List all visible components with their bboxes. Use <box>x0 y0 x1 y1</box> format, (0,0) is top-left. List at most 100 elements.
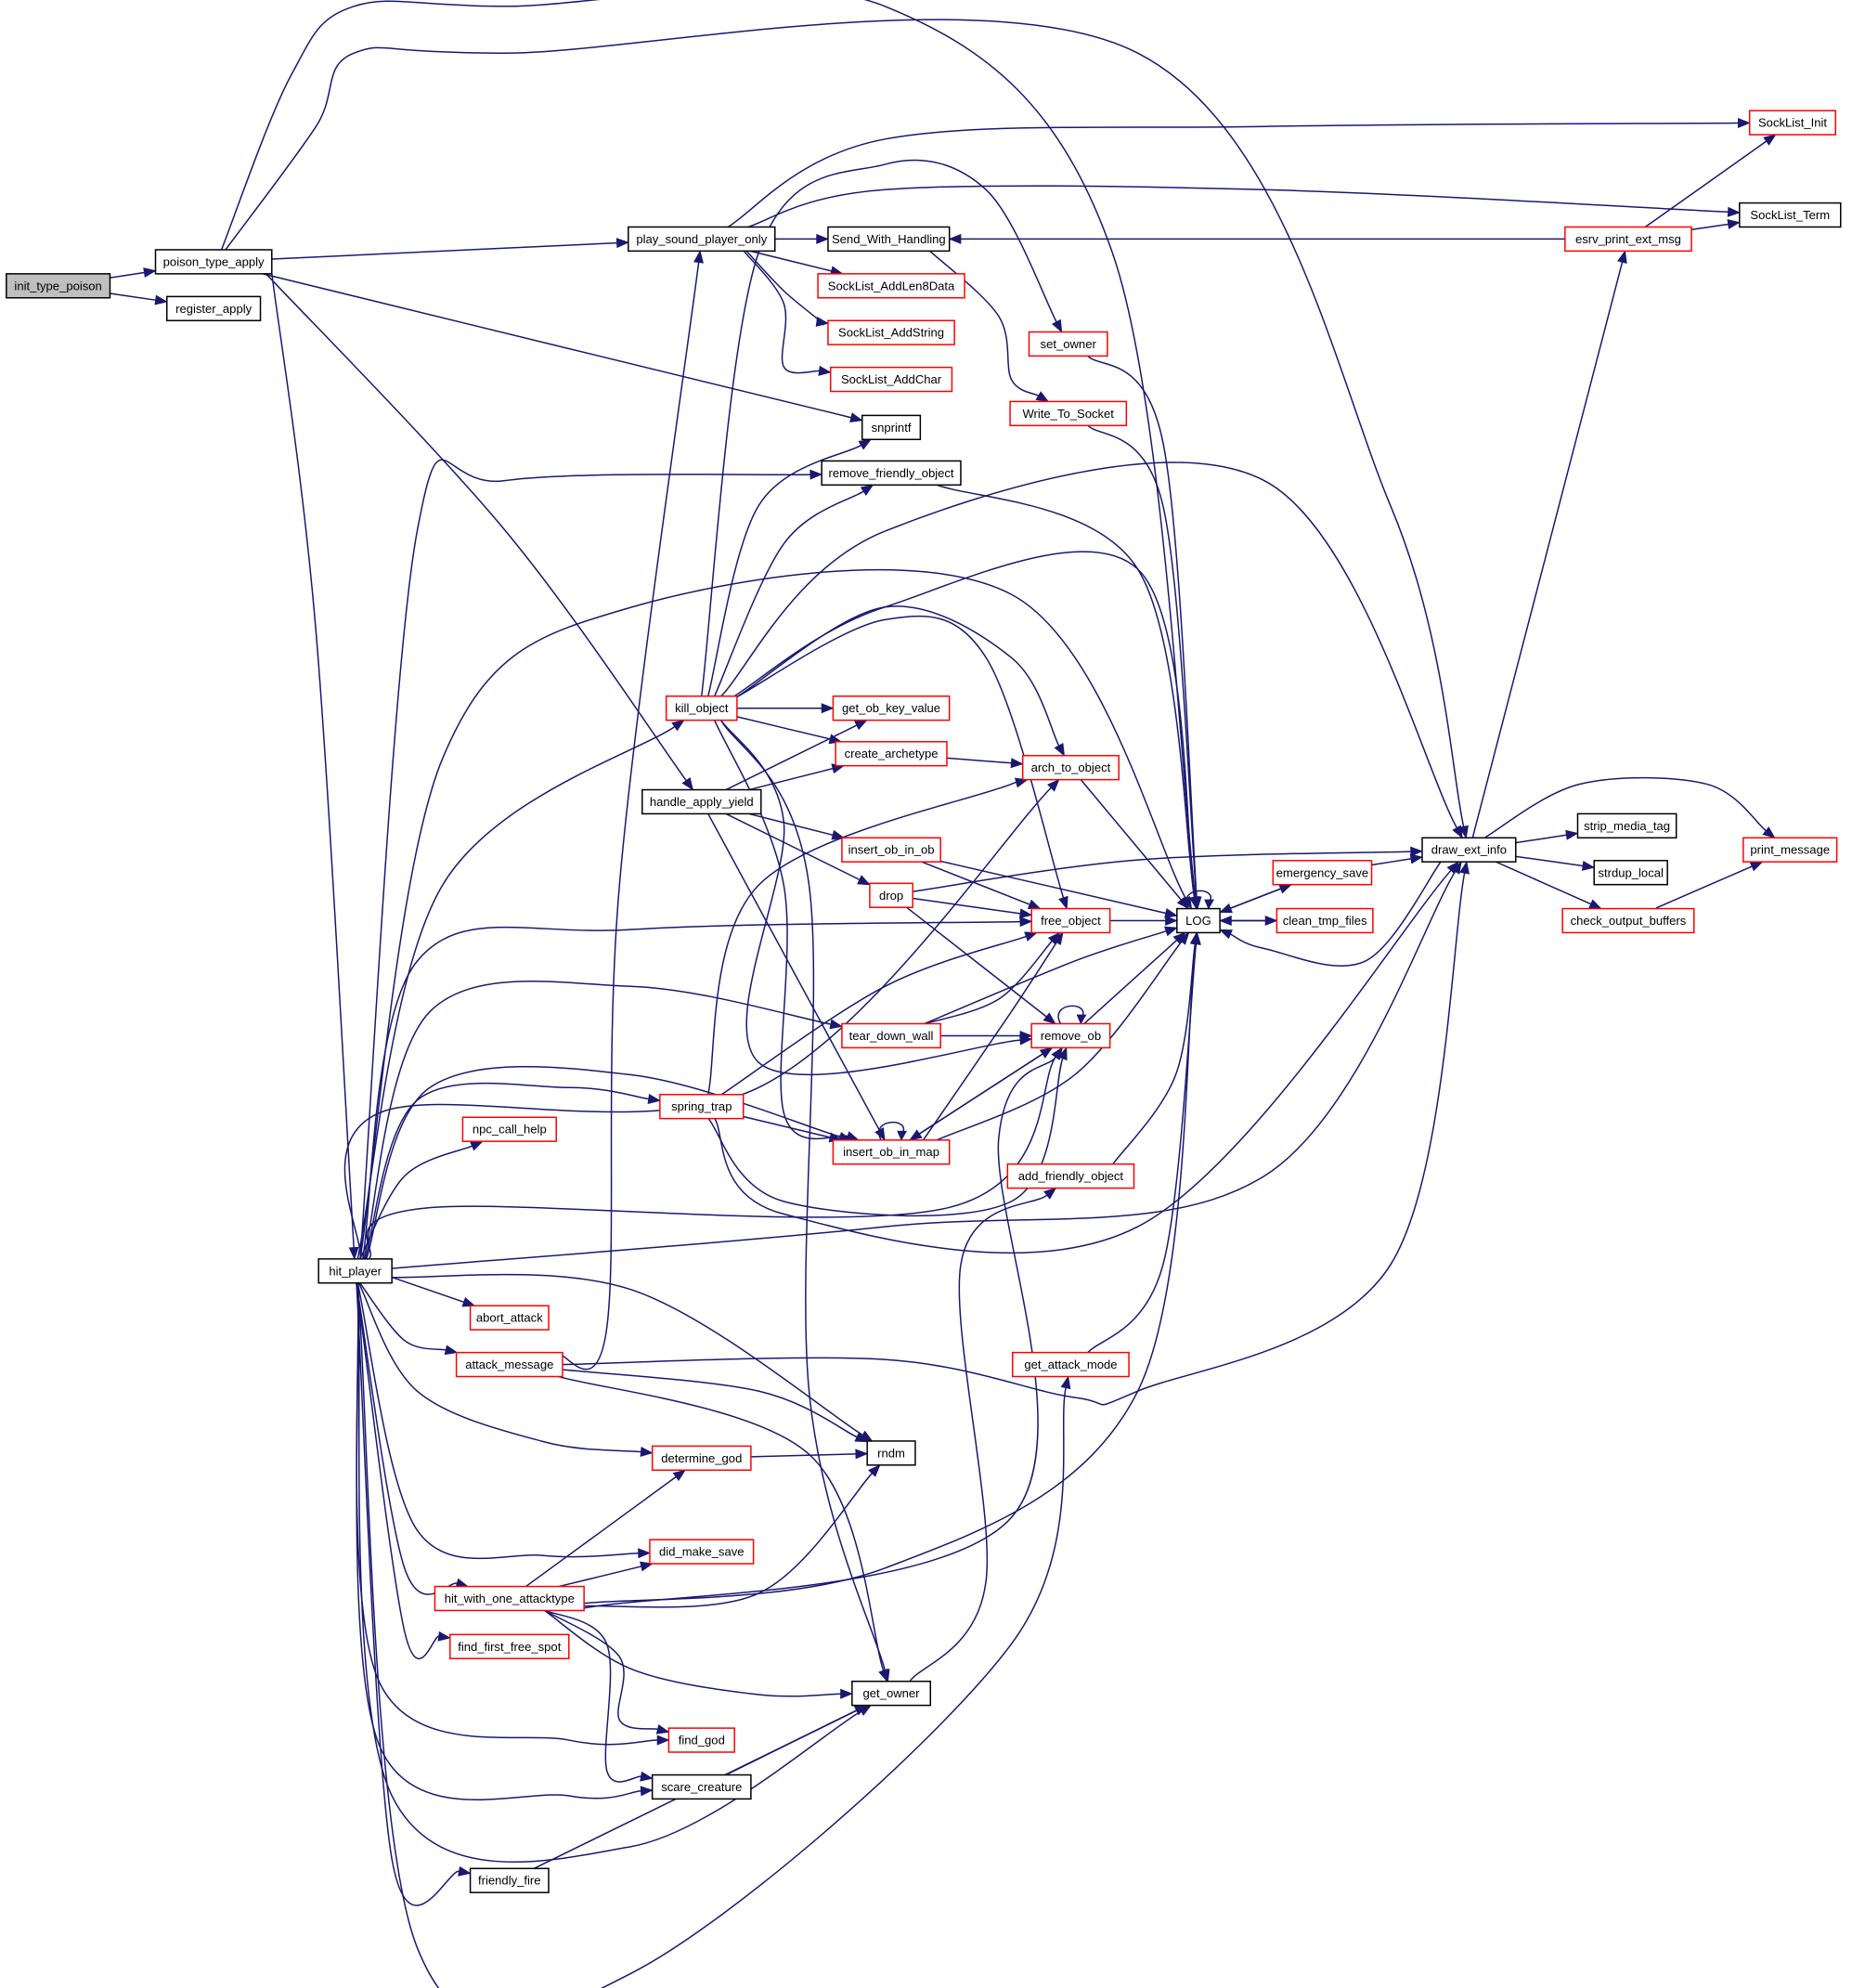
node-label: abort_attack <box>476 1311 543 1325</box>
arrowhead <box>348 1246 359 1260</box>
node-rndm[interactable]: rndm <box>866 1440 916 1466</box>
edge-set_owner-to-LOG <box>1086 355 1202 910</box>
node-label: handle_apply_yield <box>650 795 754 809</box>
arrowhead <box>640 1446 654 1457</box>
edge-path <box>906 906 1047 1018</box>
node-friendly_fire[interactable]: friendly_fire <box>469 1867 550 1893</box>
node-label: free_object <box>1041 914 1101 928</box>
node-remove_friendly_object[interactable]: remove_friendly_object <box>821 460 962 487</box>
edge-path <box>362 920 1020 1259</box>
node-LOG[interactable]: LOG <box>1176 907 1221 934</box>
node-check_output_buffers[interactable]: check_output_buffers <box>1561 907 1695 934</box>
edge-hit_with_one_attacktype-to-LOG <box>581 931 1201 1605</box>
node-box <box>817 273 965 299</box>
node-box <box>835 741 948 767</box>
node-hit_with_one_attacktype[interactable]: hit_with_one_attacktype <box>434 1585 585 1612</box>
node-get_ob_key_value[interactable]: get_ob_key_value <box>832 695 951 721</box>
node-SockList_Term[interactable]: SockList_Term <box>1739 201 1842 228</box>
edge-kill_object-to-get_owner <box>719 719 890 1683</box>
node-label: get_attack_mode <box>1024 1358 1117 1371</box>
node-find_first_free_spot[interactable]: find_first_free_spot <box>449 1633 570 1659</box>
edge-path <box>562 1369 858 1438</box>
node-abort_attack[interactable]: abort_attack <box>469 1305 550 1331</box>
edge-add_friendly_object-to-LOG <box>1111 931 1200 1165</box>
node-box <box>469 1867 550 1893</box>
node-tear_down_wall[interactable]: tear_down_wall <box>841 1022 941 1049</box>
node-strdup_local[interactable]: strdup_local <box>1593 860 1668 886</box>
edge-draw_ext_info-to-print_message <box>1484 776 1776 838</box>
edge-init_type_poison-to-poison_type_apply <box>110 267 157 279</box>
node-SockList_AddChar[interactable]: SockList_AddChar <box>829 366 953 393</box>
node-esrv_print_ext_msg[interactable]: esrv_print_ext_msg <box>1564 226 1692 253</box>
node-insert_ob_in_ob[interactable]: insert_ob_in_ob <box>841 837 941 863</box>
edge-path <box>581 943 1197 1605</box>
node-label: strip_media_tag <box>1584 819 1670 833</box>
node-SockList_Init[interactable]: SockList_Init <box>1748 110 1837 136</box>
node-create_archetype[interactable]: create_archetype <box>835 741 948 767</box>
node-SockList_AddLen8Data[interactable]: SockList_AddLen8Data <box>817 273 965 299</box>
node-register_apply[interactable]: register_apply <box>166 295 262 322</box>
edge-insert_ob_in_map-to-remove_ob <box>909 1046 1054 1141</box>
node-label: npc_call_help <box>473 1123 547 1137</box>
edge-path <box>356 1283 440 1660</box>
node-box <box>1028 331 1108 357</box>
node-Send_With_Handling[interactable]: Send_With_Handling <box>827 226 951 253</box>
node-label: hit_with_one_attacktype <box>445 1592 575 1605</box>
node-box <box>455 1351 563 1378</box>
node-set_owner[interactable]: set_owner <box>1028 331 1108 357</box>
node-box <box>317 1258 393 1284</box>
edge-path <box>921 861 1030 905</box>
node-emergency_save[interactable]: emergency_save <box>1272 860 1373 886</box>
arrowhead <box>1762 826 1776 838</box>
node-free_object[interactable]: free_object <box>1030 907 1111 934</box>
node-label: SockList_Term <box>1750 208 1830 222</box>
node-find_god[interactable]: find_god <box>667 1727 735 1753</box>
node-label: tear_down_wall <box>849 1029 934 1043</box>
node-get_attack_mode[interactable]: get_attack_mode <box>1012 1351 1130 1378</box>
node-play_sound_player_only[interactable]: play_sound_player_only <box>628 226 776 253</box>
edge-path <box>359 568 1187 1259</box>
arrowhead <box>1019 916 1033 928</box>
edge-path <box>732 551 1196 898</box>
arrowhead <box>855 1449 869 1460</box>
arrowhead <box>1763 134 1777 146</box>
node-insert_ob_in_map[interactable]: insert_ob_in_map <box>832 1139 951 1165</box>
edge-hit_player-to-remove_friendly_object <box>359 459 823 1259</box>
node-label: drop <box>879 889 903 903</box>
edge-path <box>878 1121 904 1141</box>
node-scare_creature[interactable]: scare_creature <box>651 1774 752 1800</box>
node-box <box>651 1445 752 1472</box>
node-SockList_AddString[interactable]: SockList_AddString <box>827 319 955 345</box>
node-label: draw_ext_info <box>1431 843 1507 857</box>
node-box <box>832 1139 951 1165</box>
node-poison_type_apply[interactable]: poison_type_apply <box>154 249 273 275</box>
edge-path <box>935 941 1183 1142</box>
node-print_message[interactable]: print_message <box>1742 837 1838 863</box>
edge-path <box>271 273 355 1248</box>
node-box <box>649 1539 755 1565</box>
node-clean_tmp_files[interactable]: clean_tmp_files <box>1276 907 1374 934</box>
node-npc_call_help[interactable]: npc_call_help <box>461 1116 557 1142</box>
nodes-layer: init_type_poisonpoison_type_applyregiste… <box>6 110 1842 1893</box>
node-did_make_save[interactable]: did_make_save <box>649 1539 755 1565</box>
edge-poison_type_apply-to-snprintf <box>262 273 863 422</box>
node-remove_ob[interactable]: remove_ob <box>1030 1022 1111 1049</box>
node-handle_apply_yield[interactable]: handle_apply_yield <box>641 788 762 815</box>
node-drop[interactable]: drop <box>869 882 913 908</box>
node-spring_trap[interactable]: spring_trap <box>659 1094 745 1120</box>
node-get_owner[interactable]: get_owner <box>851 1680 932 1707</box>
arrowhead <box>656 1735 670 1746</box>
node-snprintf[interactable]: snprintf <box>861 414 922 441</box>
node-attack_message[interactable]: attack_message <box>455 1351 563 1378</box>
node-box <box>641 788 762 815</box>
node-kill_object[interactable]: kill_object <box>665 695 738 721</box>
node-draw_ext_info[interactable]: draw_ext_info <box>1421 837 1517 863</box>
node-strip_media_tag[interactable]: strip_media_tag <box>1576 812 1677 839</box>
node-arch_to_object[interactable]: arch_to_object <box>1021 755 1120 781</box>
node-add_friendly_object[interactable]: add_friendly_object <box>1006 1163 1135 1189</box>
node-Write_To_Socket[interactable]: Write_To_Socket <box>1009 400 1128 427</box>
node-hit_player[interactable]: hit_player <box>317 1258 393 1284</box>
node-determine_god[interactable]: determine_god <box>651 1445 752 1472</box>
node-box <box>166 295 262 322</box>
arrowhead <box>1052 931 1064 946</box>
